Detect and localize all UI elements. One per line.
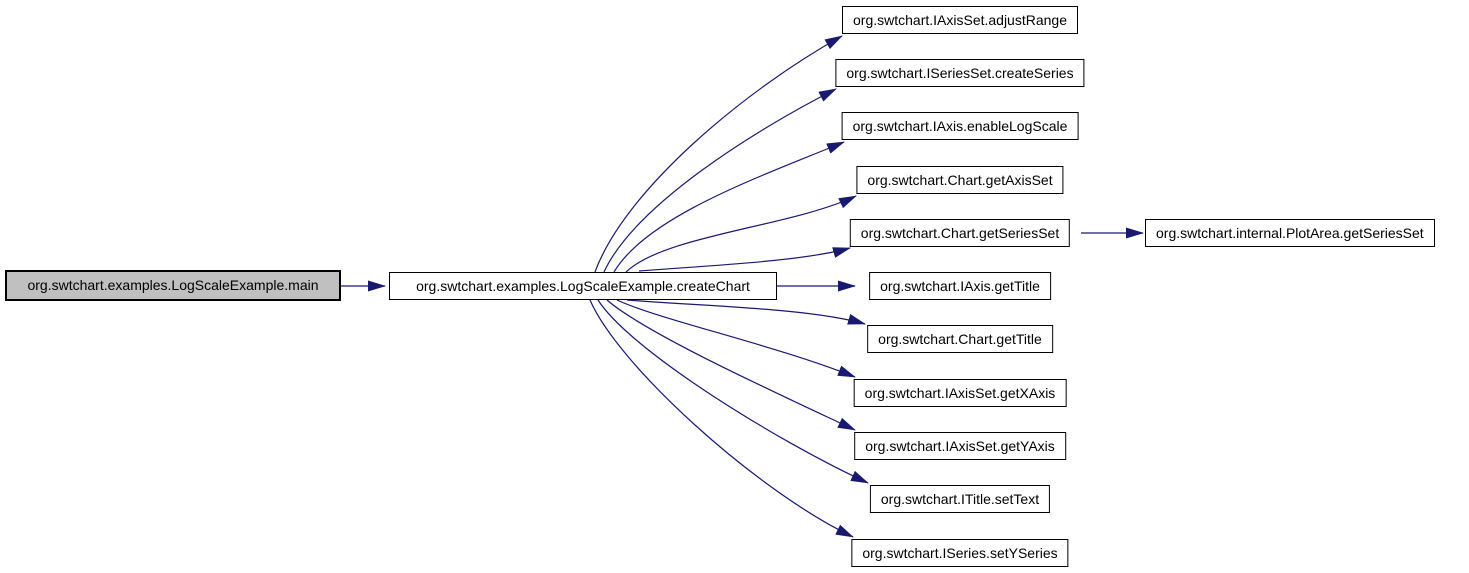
node-set-y-series[interactable]: org.swtchart.ISeries.setYSeries [851, 539, 1069, 567]
edge-createchart-to-chart-gettitle [626, 299, 866, 325]
node-iaxis-get-title[interactable]: org.swtchart.IAxis.getTitle [869, 272, 1051, 300]
node-get-series-set[interactable]: org.swtchart.Chart.getSeriesSet [849, 219, 1071, 247]
node-enable-log-scale[interactable]: org.swtchart.IAxis.enableLogScale [841, 112, 1079, 140]
edge-createchart-to-getxaxis [616, 299, 856, 378]
edge-createchart-to-adjustrange [594, 35, 843, 273]
edge-createchart-to-settext [597, 299, 869, 484]
node-create-series[interactable]: org.swtchart.ISeriesSet.createSeries [835, 59, 1085, 87]
edge-createchart-to-getseriesset [638, 247, 851, 272]
edge-createchart-to-getaxisset [625, 195, 857, 273]
node-plot-area-get-series-set[interactable]: org.swtchart.internal.PlotArea.getSeries… [1145, 219, 1435, 247]
node-get-y-axis[interactable]: org.swtchart.IAxisSet.getYAxis [854, 432, 1066, 460]
edge-createchart-to-setyseries [589, 299, 854, 538]
edge-createchart-to-getyaxis [606, 299, 856, 431]
node-adjust-range[interactable]: org.swtchart.IAxisSet.adjustRange [842, 6, 1078, 34]
node-create-chart[interactable]: org.swtchart.examples.LogScaleExample.cr… [389, 272, 777, 300]
node-get-x-axis[interactable]: org.swtchart.IAxisSet.getXAxis [853, 379, 1067, 407]
node-chart-get-title[interactable]: org.swtchart.Chart.getTitle [867, 325, 1053, 353]
node-get-axis-set[interactable]: org.swtchart.Chart.getAxisSet [856, 166, 1064, 194]
node-set-text[interactable]: org.swtchart.ITitle.setText [869, 485, 1051, 513]
node-main[interactable]: org.swtchart.examples.LogScaleExample.ma… [5, 270, 341, 301]
edge-createchart-to-createseries [603, 88, 837, 273]
edge-createchart-to-enablelogscale [613, 141, 845, 273]
